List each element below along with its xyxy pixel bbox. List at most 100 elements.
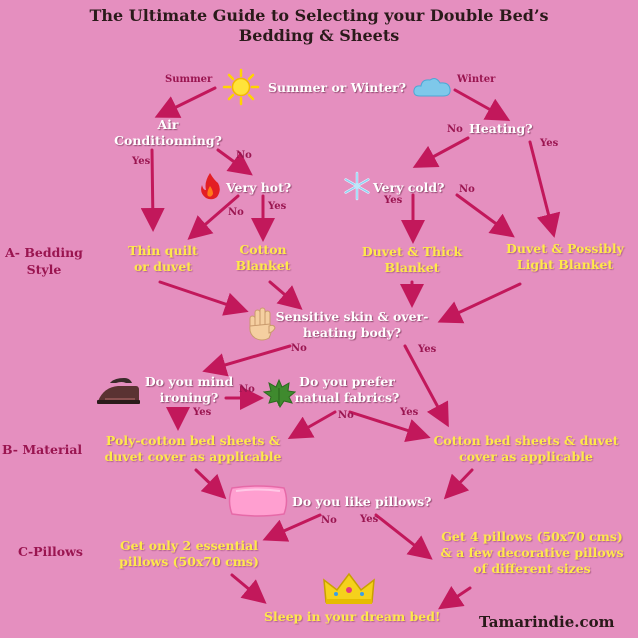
arrow-winter-to-heating [453, 88, 511, 121]
label-air-no: No [236, 150, 252, 161]
arrow-two-to-dream [230, 573, 267, 604]
section-material-label: B- Material [2, 442, 83, 457]
question-air-conditioning: Air Conditionning? [108, 117, 228, 149]
label-summer: Summer [165, 74, 213, 85]
question-ironing-line-1: Do you mind [144, 374, 234, 389]
section-bedding-label: A- Bedding Style [2, 244, 86, 278]
label-air-yes: Yes [132, 156, 151, 167]
section-bedding-line-2: Style [26, 262, 62, 277]
answer-cotton-blanket: Cotton Blanket [226, 242, 300, 274]
answer-duvet-thick-blanket: Duvet & Thick Blanket [352, 244, 472, 276]
answer-duvet-thick-line-1: Duvet & Thick [361, 244, 463, 259]
answer-polycotton-line-1: Poly-cotton bed sheets & [105, 433, 281, 448]
answer-two-pillows-line-1: Get only 2 essential [119, 538, 259, 553]
label-hot-no: No [228, 207, 244, 218]
answer-thin-line-1: Thin quilt [128, 243, 198, 258]
question-air-line-1: Air [157, 117, 179, 132]
leaf-icon [262, 378, 296, 408]
arrow-hot-no-to-thin [187, 194, 240, 240]
answer-thin-quilt: Thin quilt or duvet [118, 243, 208, 275]
question-ironing-line-2: ironing? [159, 390, 219, 405]
label-heating-yes: Yes [540, 138, 559, 149]
label-sensitive-no: No [291, 343, 307, 354]
answer-duvet-thick-line-2: Blanket [384, 260, 440, 275]
label-hot-yes: Yes [268, 201, 287, 212]
hand-icon [249, 307, 276, 341]
answer-two-pillows-line-2: pillows (50x70 cms) [119, 554, 259, 569]
label-heating-no: No [447, 124, 463, 135]
arrow-air-yes-to-thin [140, 148, 165, 232]
question-ironing: Do you mind ironing? [140, 374, 238, 406]
answer-duvet-light-line-2: Light Blanket [516, 257, 614, 272]
answer-cotton-sheets: Cotton bed sheets & duvet cover as appli… [428, 433, 624, 465]
section-bedding-line-1: A- Bedding [5, 245, 83, 260]
answer-polycotton-sheets: Poly-cotton bed sheets & duvet cover as … [98, 433, 288, 465]
label-pillows-no: No [321, 515, 337, 526]
question-sensitive-line-1: Sensitive skin & over- [275, 309, 429, 324]
question-pillows: Do you like pillows? [292, 494, 432, 509]
arrow-light-to-sensitive [437, 282, 522, 324]
arrow-sensitive-no-to-ironing [202, 344, 292, 377]
brand-watermark: Tamarindie.com [479, 613, 615, 631]
answer-thin-line-2: or duvet [133, 259, 193, 274]
arrow-four-to-dream [438, 586, 472, 610]
arrow-cotton-to-sensitive [268, 280, 303, 310]
title-line-1: The Ultimate Guide to Selecting your Dou… [89, 6, 549, 25]
answer-two-pillows: Get only 2 essential pillows (50x70 cms) [112, 538, 266, 570]
answer-duvet-light-line-1: Duvet & Possibly [506, 241, 624, 256]
snowflake-icon [344, 171, 370, 201]
arrow-cold-no-to-light [455, 193, 515, 238]
answer-four-pillows: Get 4 pillows (50x70 cms) & a few decora… [432, 529, 632, 577]
label-cold-no: No [459, 184, 475, 195]
question-very-hot: Very hot? [226, 180, 292, 195]
label-natural-no: No [338, 410, 354, 421]
answer-cotton-sheets-line-2: cover as applicable [459, 449, 593, 464]
cloud-icon [413, 78, 451, 97]
arrow-air-no-to-hot [216, 148, 253, 176]
answer-dream-bed: Sleep in your dream bed! [264, 609, 441, 624]
answer-cotton-sheets-line-1: Cotton bed sheets & duvet [433, 433, 619, 448]
iron-icon [97, 378, 140, 404]
label-sensitive-yes: Yes [418, 344, 437, 355]
fire-icon [201, 173, 220, 200]
arrow-sensitive-yes-to-cotton-sheets [403, 344, 449, 428]
label-pillows-yes: Yes [360, 514, 379, 525]
arrow-polycotton-to-pillow [194, 468, 227, 500]
label-cold-yes: Yes [384, 195, 403, 206]
pillow-icon [228, 485, 288, 517]
label-winter: Winter [457, 74, 496, 85]
question-natural-line-2: natual fabrics? [294, 390, 400, 405]
arrow-pillows-yes-to-four [374, 513, 433, 560]
label-ironing-yes: Yes [193, 407, 212, 418]
label-ironing-no: No [239, 384, 255, 395]
label-natural-yes: Yes [400, 407, 419, 418]
arrow-thin-to-sensitive [158, 280, 249, 316]
answer-four-pillows-line-2: & a few decorative pillows [440, 545, 624, 560]
question-season: Summer or Winter? [268, 80, 407, 95]
question-natural-line-1: Do you prefer [299, 374, 395, 389]
title-line-2: Bedding & Sheets [238, 26, 400, 45]
arrow-heating-yes-to-light [528, 140, 561, 238]
question-natural-fabrics: Do you prefer natual fabrics? [294, 374, 400, 406]
question-heating: Heating? [469, 121, 533, 136]
arrow-cotton-sheets-to-pillows [443, 468, 474, 500]
question-sensitive-skin: Sensitive skin & over- heating body? [272, 309, 432, 341]
answer-four-pillows-line-3: of different sizes [473, 561, 591, 576]
arrow-heating-no-to-cold [412, 136, 470, 168]
sun-icon [222, 68, 260, 106]
answer-cotton-blanket-line-1: Cotton [239, 242, 287, 257]
question-very-cold: Very cold? [373, 180, 445, 195]
question-air-line-2: Conditionning? [114, 133, 222, 148]
answer-four-pillows-line-1: Get 4 pillows (50x70 cms) [441, 529, 623, 544]
answer-duvet-light-blanket: Duvet & Possibly Light Blanket [496, 241, 634, 273]
arrow-pillows-no-to-two [262, 513, 322, 542]
arrow-natural-yes-to-cotton-sheets [348, 410, 431, 442]
crown-icon [323, 572, 375, 604]
arrow-natural-no-to-polycotton [287, 410, 337, 439]
section-pillows-label: C-Pillows [18, 544, 83, 559]
question-sensitive-line-2: heating body? [302, 325, 402, 340]
arrow-summer-to-air [154, 86, 217, 118]
answer-cotton-blanket-line-2: Blanket [235, 258, 291, 273]
